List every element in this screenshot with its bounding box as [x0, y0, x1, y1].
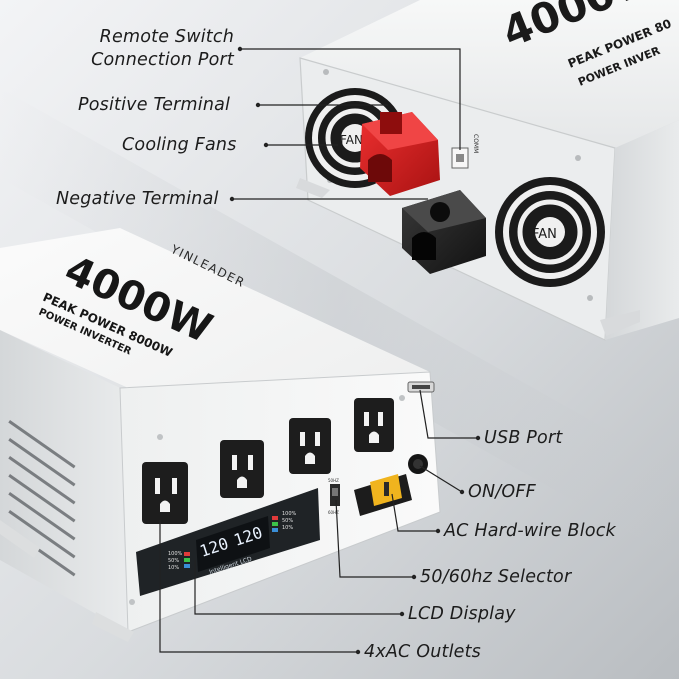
ac-outlet	[289, 418, 331, 474]
ac-hardwire-block	[354, 474, 412, 516]
screw	[129, 599, 135, 605]
callout-dots	[229, 46, 481, 655]
label-remote-port-line2: Connection Port	[91, 50, 234, 70]
lcd-level-label: 100%	[168, 551, 183, 557]
background-shadow-band	[0, 88, 679, 560]
label-negative-terminal: Negative Terminal	[56, 189, 219, 209]
hz-selector: 50HZ 60HZ	[328, 478, 340, 515]
leader-remote-port	[240, 48, 461, 150]
usb-port	[407, 381, 435, 393]
label-hardwire-block: AC Hard-wire Block	[444, 521, 616, 541]
screw	[587, 295, 593, 301]
leader-usb	[419, 389, 478, 439]
label-cooling-fans: Cooling Fans	[122, 135, 237, 155]
label-remote-port: Remote Switch Connection Port	[62, 26, 234, 72]
positive-terminal	[360, 112, 440, 196]
hz-mark-60: 60HZ	[328, 510, 339, 515]
rear-top-surface	[300, 0, 679, 148]
comm-label: COMM	[472, 134, 479, 153]
lcd-level-label: 100%	[282, 511, 297, 517]
lcd-level-bar	[272, 522, 278, 526]
ac-outlet	[354, 398, 394, 452]
leader-hardwire	[391, 493, 438, 532]
lcd-level-bar	[184, 558, 190, 562]
front-inverter: YINLEADER 4000W PEAK POWER 8000W POWER I…	[0, 228, 441, 642]
power-switch	[408, 454, 428, 474]
lcd-level-bar	[272, 516, 278, 520]
callout-lines	[159, 48, 478, 653]
lcd-level-label: 10%	[282, 525, 293, 531]
leader-lcd	[194, 560, 402, 615]
lcd-level-bar	[272, 528, 278, 532]
rear-foot	[296, 178, 330, 198]
rear-fan-right: FAN	[495, 177, 605, 287]
label-remote-port-line1: Remote Switch	[99, 27, 234, 47]
label-positive-terminal: Positive Terminal	[78, 95, 231, 115]
hz-mark-50: 50HZ	[328, 478, 339, 483]
rear-fan-left-label: FAN	[340, 133, 363, 147]
lcd-level-bar	[184, 552, 190, 556]
rear-fan-right-label: FAN	[532, 227, 557, 242]
screw	[575, 155, 581, 161]
rear-inverter: 4000W PEAK POWER 80 POWER INVER FAN	[296, 0, 679, 341]
screw	[157, 434, 163, 440]
front-foot	[0, 520, 40, 558]
leader-onoff	[419, 465, 463, 493]
rear-foot	[600, 310, 640, 336]
negative-terminal	[402, 190, 486, 274]
rear-side	[605, 120, 679, 340]
label-on-off: ON/OFF	[468, 482, 536, 502]
front-foot	[92, 612, 134, 642]
lcd-level-label: 50%	[282, 518, 293, 524]
ac-outlet	[142, 462, 188, 524]
label-hz-selector: 50/60hz Selector	[420, 567, 572, 587]
label-lcd-display: LCD Display	[408, 604, 516, 624]
leader-outlets	[159, 520, 358, 653]
lcd-level-label: 50%	[168, 558, 179, 564]
label-ac-outlets: 4xAC Outlets	[364, 642, 481, 662]
lcd-level-label: 10%	[168, 565, 179, 571]
screw	[323, 69, 329, 75]
leader-hz	[335, 499, 414, 578]
label-usb-port: USB Port	[484, 428, 563, 448]
lcd-level-bar	[184, 564, 190, 568]
screw	[399, 395, 405, 401]
ac-outlet	[220, 440, 264, 498]
